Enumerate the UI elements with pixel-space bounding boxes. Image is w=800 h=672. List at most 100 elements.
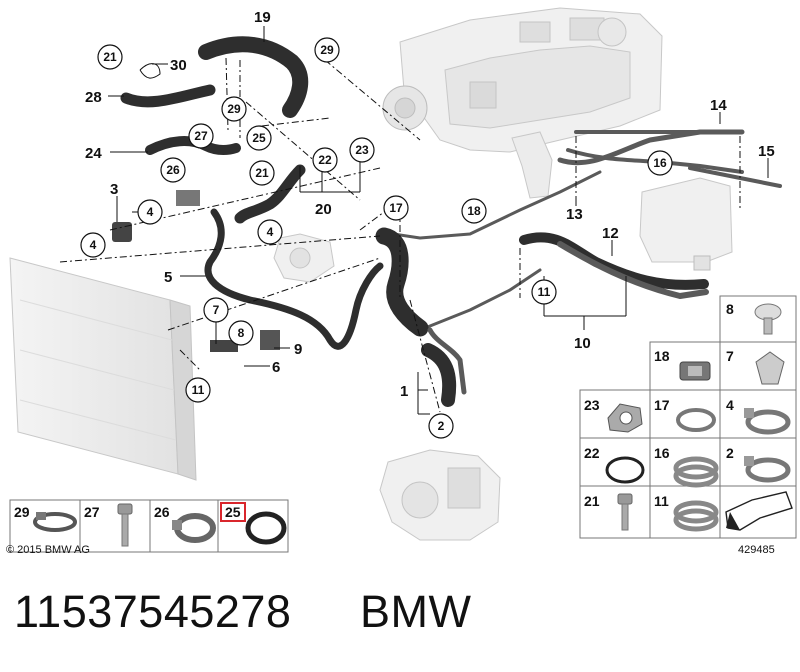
- callout-23: 23: [349, 137, 375, 163]
- svg-text:7: 7: [213, 303, 220, 317]
- svg-text:16: 16: [654, 445, 670, 461]
- svg-text:26: 26: [154, 504, 170, 520]
- svg-text:25: 25: [225, 504, 241, 520]
- svg-text:2: 2: [438, 419, 445, 433]
- label-20: 20: [315, 201, 332, 218]
- callout-11-b: 11: [531, 279, 557, 305]
- label-14: 14: [710, 97, 727, 114]
- svg-text:4: 4: [147, 205, 154, 219]
- engine-block-ghost: [382, 7, 663, 199]
- svg-text:11: 11: [538, 285, 551, 299]
- callout-4-b: 4: [80, 232, 106, 258]
- callout-4-c: 4: [257, 219, 283, 245]
- label-15: 15: [758, 143, 775, 160]
- label-10: 10: [574, 335, 591, 352]
- callout-11-a: 11: [185, 377, 211, 403]
- callout-circles: 21 29 29 25 27 26 4 4 4 22 23 21 17 18 1…: [80, 37, 673, 439]
- key-strip-29: 29: [14, 504, 77, 532]
- expansion-tank-ghost: [639, 177, 733, 271]
- key-item-4: 4: [726, 397, 791, 435]
- image-number: 429485: [738, 544, 775, 556]
- copyright: © 2015 BMW AG: [6, 544, 90, 556]
- svg-text:11: 11: [192, 383, 205, 397]
- label-3: 3: [110, 181, 118, 198]
- callout-21-b: 21: [249, 160, 275, 186]
- svg-text:21: 21: [255, 166, 269, 180]
- label-12: 12: [602, 225, 619, 242]
- key-item-21: 21: [584, 493, 633, 531]
- svg-text:17: 17: [389, 201, 403, 215]
- key-item-8: 8: [726, 301, 782, 335]
- label-24: 24: [85, 145, 102, 162]
- svg-text:29: 29: [14, 504, 30, 520]
- key-strip-26: 26: [154, 504, 216, 543]
- small-parts: [112, 63, 280, 352]
- svg-text:4: 4: [90, 238, 97, 252]
- callout-2: 2: [428, 413, 454, 439]
- label-9: 9: [294, 341, 302, 358]
- key-item-23: 23: [584, 397, 643, 433]
- key-item-11: 11: [654, 493, 719, 532]
- callout-4-a: 4: [137, 199, 163, 225]
- svg-text:2: 2: [726, 445, 734, 461]
- svg-text:8: 8: [726, 301, 734, 317]
- svg-text:25: 25: [252, 131, 266, 145]
- key-item-2: 2: [726, 445, 791, 483]
- key-item-16: 16: [654, 445, 719, 488]
- svg-text:4: 4: [726, 397, 734, 413]
- key-item-22: 22: [584, 445, 645, 484]
- svg-text:18: 18: [467, 204, 481, 218]
- key-strip: 29 27 26 25: [9, 499, 289, 553]
- svg-text:29: 29: [227, 102, 241, 116]
- svg-text:4: 4: [267, 225, 274, 239]
- key-strip-25: 25: [220, 502, 287, 545]
- part-labels: 19 30 28 24 3 5 20 14 15 13 12 10 9 6 1: [85, 9, 775, 400]
- svg-text:21: 21: [584, 493, 600, 509]
- callout-21-a: 21: [97, 44, 123, 70]
- callout-26: 26: [160, 157, 186, 183]
- callout-18: 18: [461, 198, 487, 224]
- svg-text:21: 21: [103, 50, 117, 64]
- key-grid: 8 18 7 23 17 4: [579, 295, 797, 539]
- label-13: 13: [566, 206, 583, 223]
- cooling-system-diagram: 21 29 29 25 27 26 4 4 4 22 23 21 17 18 1…: [6, 7, 797, 556]
- svg-text:17: 17: [654, 397, 670, 413]
- callout-27: 27: [188, 123, 214, 149]
- svg-text:29: 29: [320, 43, 334, 57]
- svg-text:23: 23: [584, 397, 600, 413]
- svg-text:26: 26: [166, 163, 180, 177]
- label-19: 19: [254, 9, 271, 26]
- svg-text:23: 23: [355, 143, 369, 157]
- leader-lines: [108, 26, 769, 415]
- radiator-ghost: [9, 257, 197, 481]
- svg-text:11: 11: [654, 493, 669, 509]
- part-number: 11537545278: [14, 586, 292, 637]
- label-30: 30: [170, 57, 187, 74]
- label-28: 28: [85, 89, 102, 106]
- key-item-17: 17: [654, 397, 716, 432]
- direction-arrow-icon: [725, 491, 793, 531]
- label-6: 6: [272, 359, 280, 376]
- callout-16: 16: [647, 150, 673, 176]
- svg-text:27: 27: [194, 129, 208, 143]
- callout-29-a: 29: [314, 37, 340, 63]
- label-1: 1: [400, 383, 408, 400]
- svg-text:27: 27: [84, 504, 100, 520]
- water-pump-ghost: [273, 233, 335, 283]
- callout-29-b: 29: [221, 96, 247, 122]
- callout-7: 7: [203, 297, 229, 323]
- brand-name: BMW: [360, 586, 472, 637]
- turbocharger-ghost: [379, 449, 501, 541]
- key-strip-27: 27: [84, 503, 133, 547]
- key-item-7: 7: [726, 348, 785, 385]
- callout-8: 8: [228, 320, 254, 346]
- svg-text:22: 22: [584, 445, 600, 461]
- callout-17: 17: [383, 195, 409, 221]
- key-item-18: 18: [654, 348, 711, 381]
- callout-22: 22: [312, 147, 338, 173]
- svg-text:22: 22: [318, 153, 332, 167]
- svg-text:7: 7: [726, 348, 734, 364]
- svg-text:18: 18: [654, 348, 670, 364]
- label-5: 5: [164, 269, 172, 286]
- callout-25: 25: [246, 125, 272, 151]
